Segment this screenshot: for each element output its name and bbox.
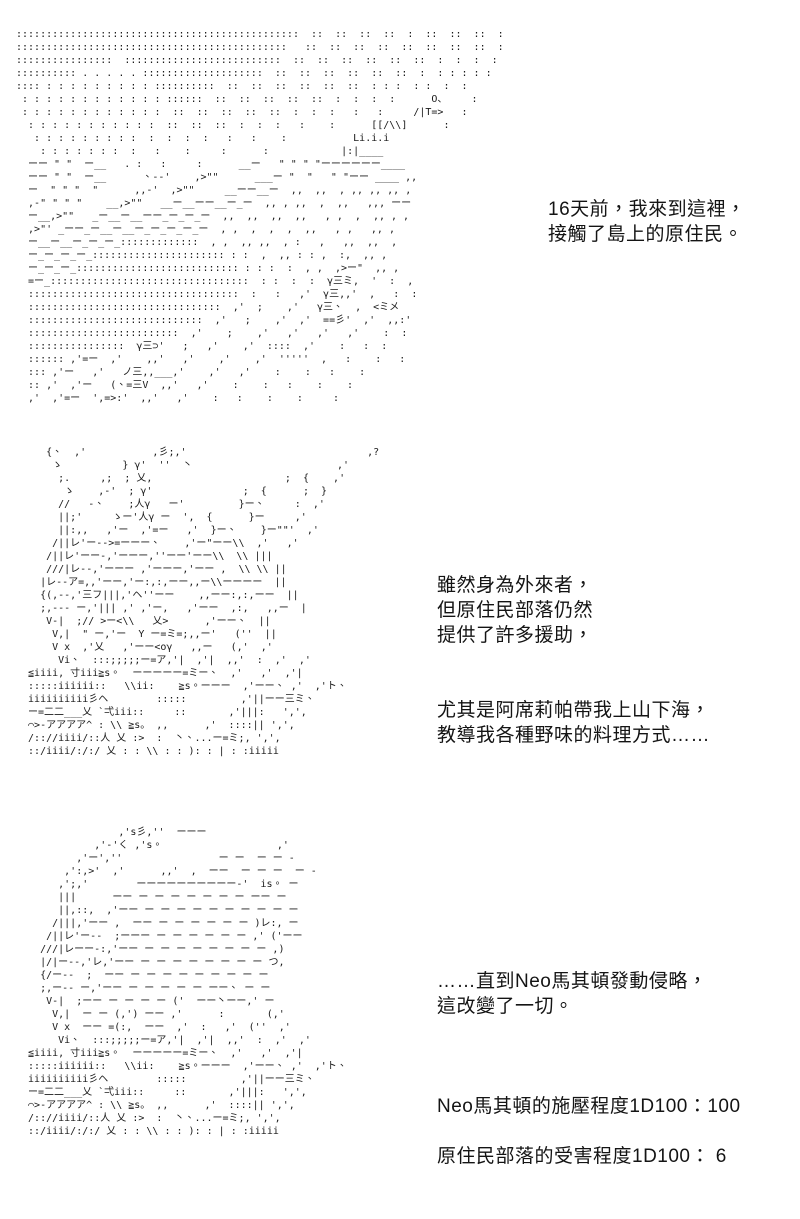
- narration-2-paragraph-2: 尤其是阿席莉帕帶我上山下海， 教導我各種野味的料理方式……: [437, 700, 711, 746]
- narration-3-paragraph-1: ……直到Neo馬其頓發動侵略， 這改變了一切。: [437, 971, 708, 1017]
- dice-roll-pressure: Neo馬其頓的施壓程度1D100：100: [437, 1096, 741, 1117]
- narration-2-paragraph-1: 雖然身為外來者， 但原住民部落仍然 提供了許多援助，: [437, 575, 594, 646]
- narration-block-1: 16天前，我來到這裡， 接觸了島上的原住民。: [548, 172, 746, 272]
- narration-block-3: ……直到Neo馬其頓發動侵略， 這改變了一切。 Neo馬其頓的施壓程度1D100…: [437, 944, 741, 1219]
- ascii-art-character-portrait-a: {、 ,' ,彡;,' ,? ゝ } γ' '' 丶 ,' ;. ,; ; 乂,…: [28, 447, 380, 757]
- ascii-art-character-portrait-b: ,'s彡,'' ーーー ,'-'く ,'s。 ,' ,'ー','' ー ー ー …: [28, 827, 347, 1137]
- dice-roll-results: Neo馬其頓的施壓程度1D100：100 原住民部落的受害程度1D100： 6: [437, 1069, 741, 1194]
- dice-roll-damage: 原住民部落的受害程度1D100： 6: [437, 1146, 727, 1167]
- ascii-art-island-landscape: ::::::::::::::::::::::::::::::::::::::::…: [16, 29, 504, 404]
- narration-1-text: 16天前，我來到這裡， 接觸了島上的原住民。: [548, 199, 746, 245]
- narration-block-2: 雖然身為外來者， 但原住民部落仍然 提供了許多援助， 尤其是阿席莉帕帶我上山下海…: [437, 548, 710, 773]
